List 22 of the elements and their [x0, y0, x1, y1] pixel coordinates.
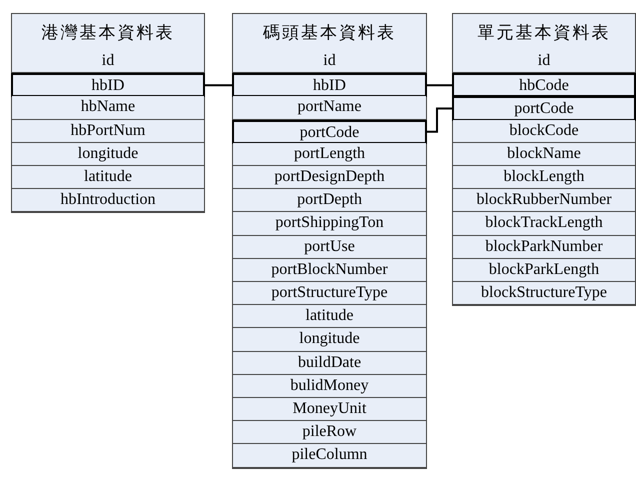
table-row: blockParkNumber	[453, 236, 635, 259]
table-row: hbName	[12, 96, 204, 120]
table	[452, 13, 636, 306]
table-row: id	[453, 50, 635, 74]
table	[11, 13, 205, 214]
table-row: portLength	[233, 142, 426, 166]
table-row: buildDate	[233, 352, 426, 375]
table-row: id	[233, 50, 426, 74]
connector-line	[427, 84, 452, 86]
table-row: id	[12, 50, 204, 74]
table-row: portUse	[233, 236, 426, 259]
table-row: hbID	[11, 73, 205, 98]
table-row: hbID	[232, 73, 427, 98]
table	[232, 13, 427, 469]
table-row: portCode	[452, 96, 636, 121]
connector-line	[205, 84, 232, 86]
table-row: hbCode	[452, 73, 636, 98]
connector-line	[427, 107, 452, 133]
table-row: portCode	[232, 120, 427, 144]
table-row: hbPortNum	[12, 120, 204, 143]
table-row: blockCode	[453, 120, 635, 143]
table-row: portName	[233, 96, 426, 120]
